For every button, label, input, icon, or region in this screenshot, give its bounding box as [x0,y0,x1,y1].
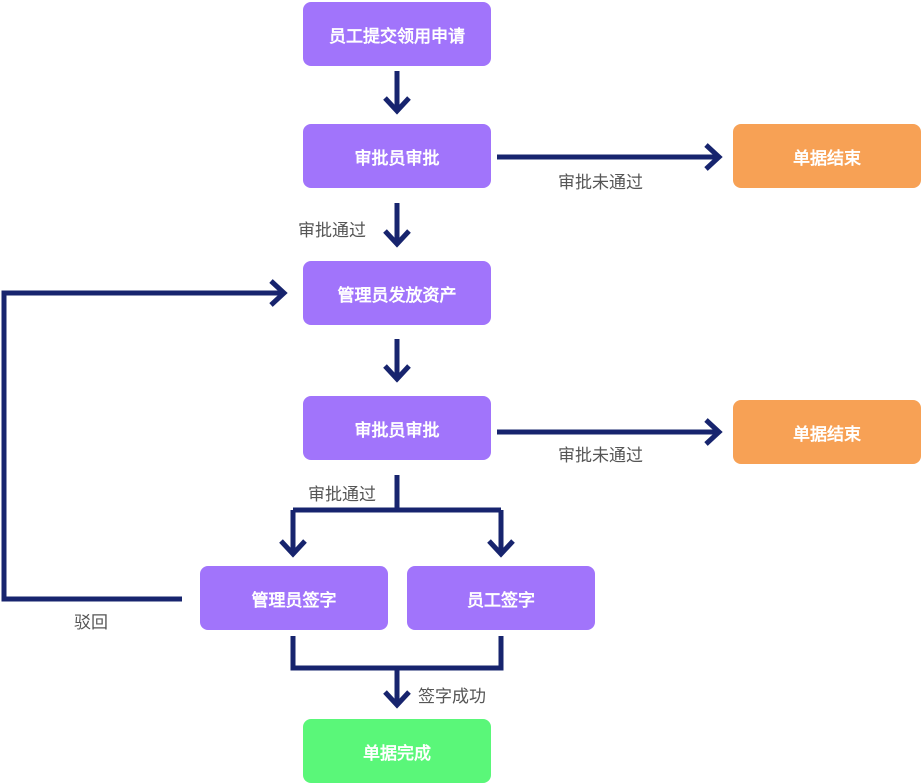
node-admin-sign: 管理员签字 [200,566,388,630]
node-end-1: 单据结束 [733,124,921,188]
connector-review2-split [290,475,504,554]
arrowhead-end1 [704,143,723,171]
node-issue-assets: 管理员发放资产 [303,261,491,325]
node-submit-request-label: 员工提交领用申请 [329,26,465,47]
arrowhead-admin-sign [279,539,307,558]
label-rejected-1: 审批未通过 [558,173,643,193]
node-submit-request: 员工提交领用申请 [303,2,491,66]
node-review-2: 审批员审批 [303,396,491,460]
arrowhead-issue [383,229,411,248]
node-employee-sign: 员工签字 [407,566,595,630]
arrowhead-complete [383,690,411,709]
node-end-2: 单据结束 [733,400,921,464]
label-rejected-2: 审批未通过 [558,446,643,466]
label-signed-success: 签字成功 [418,687,486,707]
label-approved-2: 审批通过 [308,485,376,505]
node-complete: 单据完成 [303,719,491,783]
node-end-2-label: 单据结束 [793,424,861,445]
node-issue-assets-label: 管理员发放资产 [337,285,457,306]
arrowhead-end2 [704,418,723,446]
node-admin-sign-label: 管理员签字 [251,590,337,611]
label-returned: 驳回 [74,613,108,633]
node-review-2-label: 审批员审批 [354,420,440,441]
node-complete-label: 单据完成 [363,743,431,764]
node-employee-sign-label: 员工签字 [467,590,535,611]
connector-merge-complete [290,636,504,705]
arrowhead-review1 [383,96,411,115]
node-end-1-label: 单据结束 [793,148,861,169]
label-approved-1: 审批通过 [298,221,366,241]
node-review-1-label: 审批员审批 [354,148,440,169]
node-review-1: 审批员审批 [303,124,491,188]
arrowhead-employee-sign [487,539,515,558]
connector-return-loop [1,290,283,602]
arrowhead-return [269,279,288,307]
arrowhead-review2 [383,364,411,383]
